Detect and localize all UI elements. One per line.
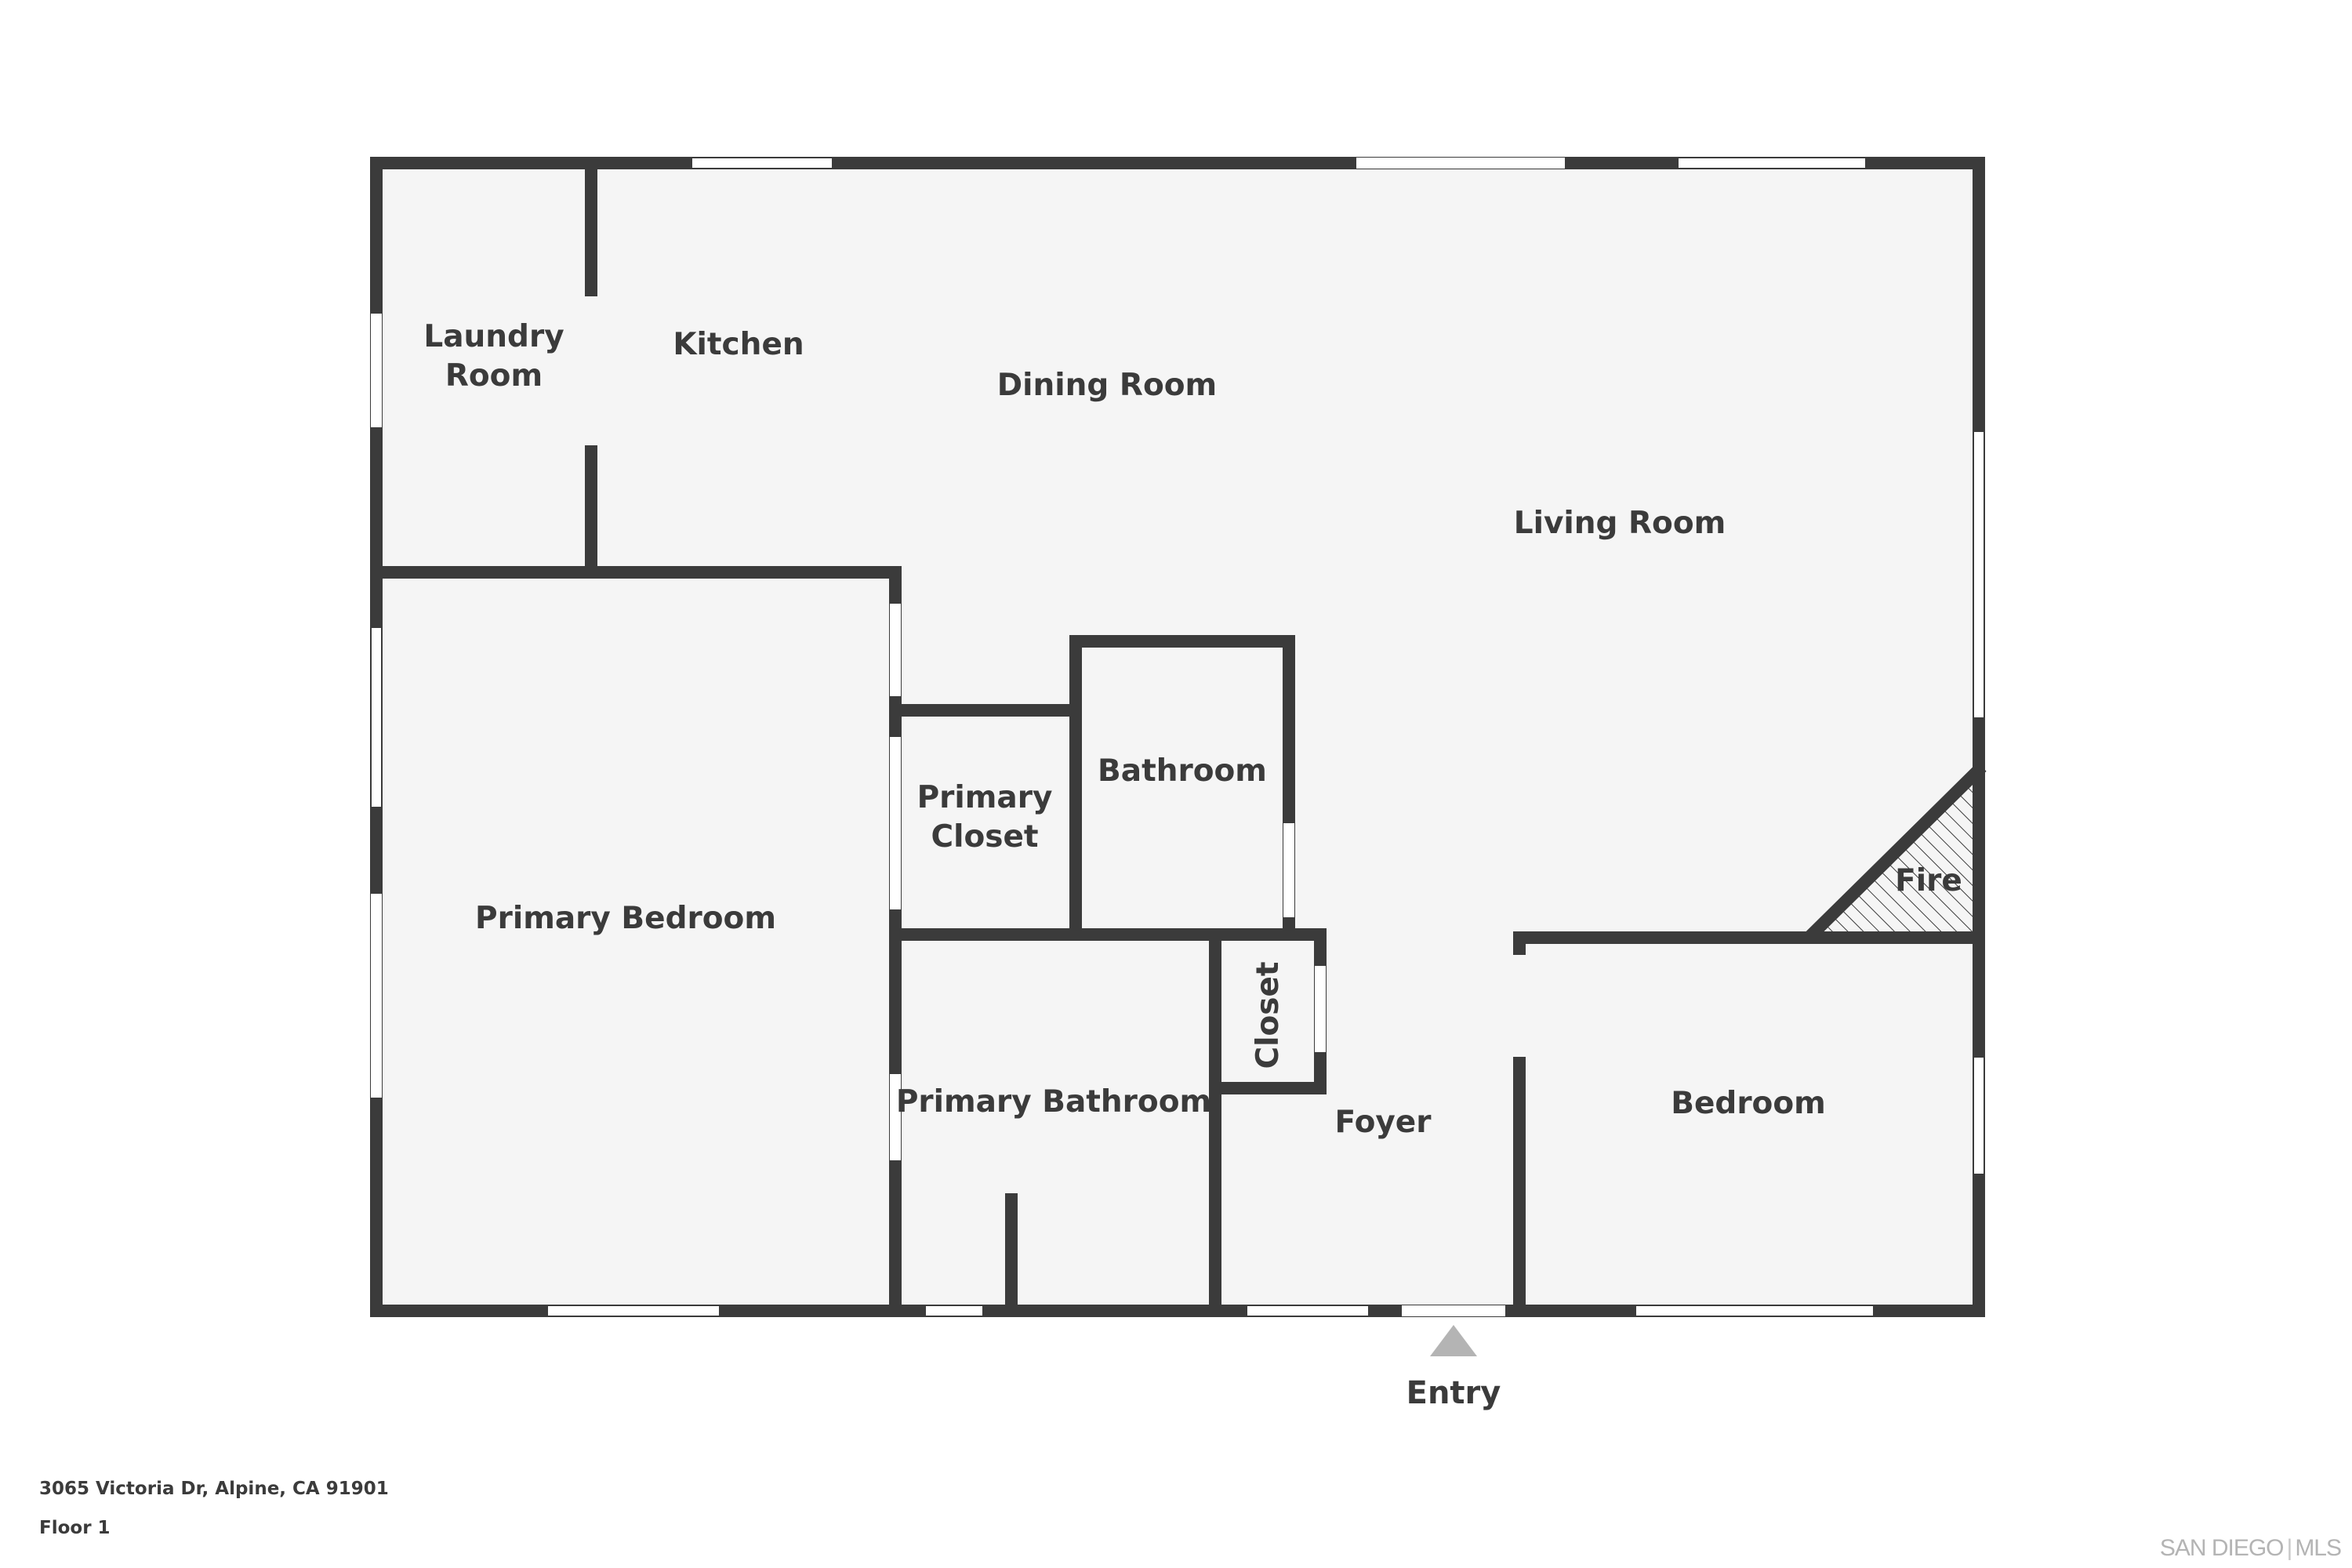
window [1973,1056,1985,1175]
brand-left: SAN DIEGO [2159,1535,2285,1561]
window [1402,1305,1505,1316]
brand-right: MLS [2295,1535,2342,1561]
window [371,314,382,427]
windows [370,157,1985,1317]
primary-closet-label: Primary [917,780,1053,815]
window [1246,1305,1370,1317]
brand-separator: | [2286,1535,2293,1561]
window [1315,966,1326,1052]
primary-closet-label-line2: Closet [931,819,1038,855]
laundry-room-label-line2: Room [445,358,543,394]
window [1677,157,1867,169]
bedroom-label: Bedroom [1671,1086,1826,1121]
address-text: 3065 Victoria Dr, Alpine, CA 91901 [39,1479,389,1499]
window [890,1074,901,1160]
kitchen-label: Kitchen [673,327,804,362]
laundry-room-label: Laundry [423,319,564,354]
window [1973,430,1985,719]
primary-bathroom-label: Primary Bathroom [896,1084,1211,1120]
floor-label: Floor 1 [39,1518,111,1538]
fireplace-edge [1803,762,1987,943]
brand-logo: SAN DIEGO|MLS [2159,1535,2342,1562]
window [1356,158,1565,169]
window [890,604,901,696]
floor-area [375,163,1982,1311]
living-room-label: Living Room [1514,506,1726,541]
entry-arrow-icon [1430,1325,1477,1356]
fireplace-label: Fire [1895,863,1962,898]
primary-bedroom-label: Primary Bedroom [475,901,776,936]
window [370,626,383,808]
entry-label: Entry [1406,1375,1501,1411]
closet-label: Closet [1250,961,1286,1069]
foyer-label: Foyer [1335,1105,1432,1140]
window [1283,823,1294,917]
dining-room-label: Dining Room [997,368,1217,403]
bathroom-label: Bathroom [1098,753,1267,789]
window [924,1305,984,1317]
window [371,894,382,1098]
window [691,157,833,169]
exterior-walls [370,157,1985,1317]
window [1635,1305,1875,1317]
window [890,737,901,909]
window [546,1305,720,1317]
